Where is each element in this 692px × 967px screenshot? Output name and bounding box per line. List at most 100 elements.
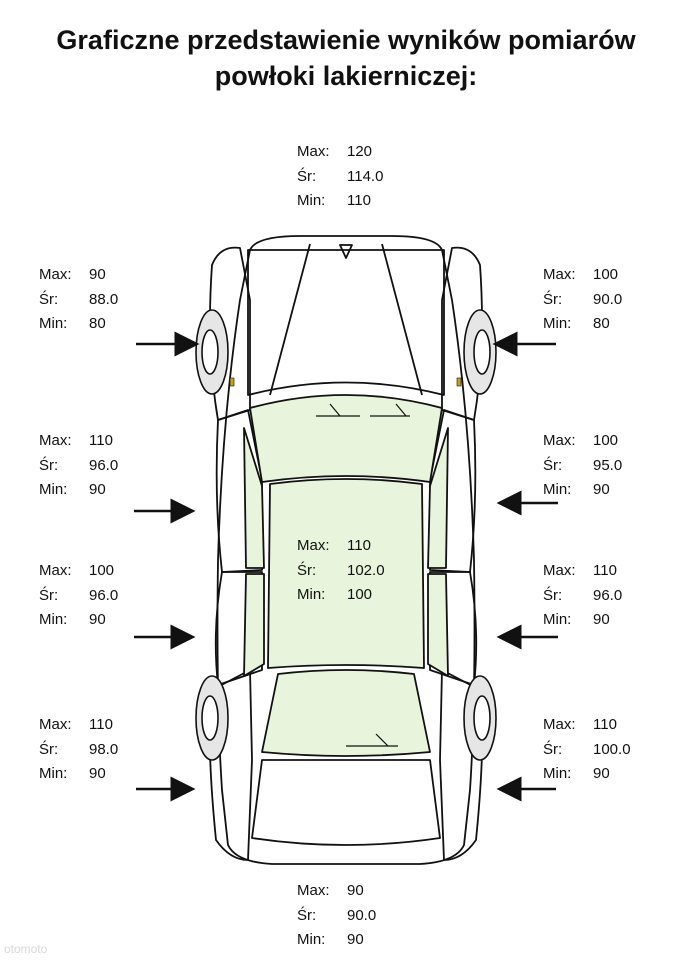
min-value: 90 — [347, 931, 364, 948]
max-value: 100 — [593, 266, 619, 283]
wheel-rear-right-hub — [473, 695, 491, 741]
min-value: 90 — [593, 481, 610, 498]
trunk-lid — [251, 759, 441, 846]
avg-label: Śr: — [543, 740, 563, 758]
right-rear-window — [427, 573, 449, 677]
rear-wiper — [346, 733, 398, 747]
min-label: Min: — [297, 586, 326, 603]
windshield — [249, 394, 443, 483]
reading-door-rear-left: Max:100 Śr:96.0 Min:90 — [39, 559, 159, 633]
reading-door-rear-right: Max:110 Śr:96.0 Min:90 — [543, 559, 663, 633]
max-value: 110 — [593, 716, 617, 733]
reading-trunk: Max: 90 Śr: 90.0 Min: 90 — [297, 879, 417, 953]
wheel-front-left-hub — [201, 329, 219, 375]
max-value: 110 — [347, 537, 371, 554]
wheel-front-right-hub — [473, 329, 491, 375]
avg-label: Śr: — [543, 290, 563, 308]
min-label: Min: — [543, 765, 572, 782]
max-value: 100 — [593, 432, 619, 449]
left-front-door — [215, 409, 263, 573]
min-value: 80 — [593, 315, 610, 332]
min-label: Min: — [39, 481, 68, 498]
left-rear-door — [214, 571, 263, 686]
roof-panel — [267, 478, 425, 669]
max-label: Max: — [297, 882, 330, 899]
reading-rear-right: Max: 110 Śr: 100.0 Min: 90 — [543, 713, 663, 787]
max-label: Max: — [39, 432, 72, 449]
max-value: 110 — [593, 562, 617, 579]
right-front-window — [427, 427, 449, 569]
min-value: 90 — [593, 611, 610, 628]
avg-value: 96.0 — [89, 456, 119, 474]
avg-value: 98.0 — [89, 740, 119, 758]
reading-front-right: Max: 100 Śr: 90.0 Min: 80 — [543, 263, 663, 337]
left-rear-window — [243, 573, 265, 677]
min-label: Min: — [543, 315, 572, 332]
max-value: 110 — [89, 432, 113, 449]
min-label: Min: — [543, 481, 572, 498]
min-value: 100 — [347, 586, 373, 603]
reading-door-front-right: Max: 100 Śr: 95.0 Min: 90 — [543, 429, 663, 503]
max-label: Max: — [543, 562, 576, 579]
min-value: 90 — [89, 481, 106, 498]
max-label: Max: — [39, 266, 72, 283]
reading-door-front-left: Max: 110 Śr: 96.0 Min: 90 — [39, 429, 159, 503]
min-label: Min: — [543, 611, 572, 628]
avg-label: Śr: — [297, 561, 317, 579]
wiper-right — [370, 403, 410, 417]
avg-label: Śr: — [39, 456, 59, 474]
hood-ornament — [339, 244, 353, 259]
max-value: 90 — [347, 882, 364, 899]
hood-panel — [247, 249, 445, 396]
title-line-1: Graficzne przedstawienie wyników pomiaró… — [56, 25, 636, 55]
hood-crease — [269, 243, 423, 396]
avg-label: Śr: — [39, 290, 59, 308]
avg-label: Śr: — [543, 456, 563, 474]
min-label: Min: — [297, 192, 326, 209]
min-label: Min: — [39, 315, 68, 332]
max-value: 100 — [89, 562, 115, 579]
avg-value: 100.0 — [593, 740, 631, 758]
avg-label: Śr: — [39, 740, 59, 758]
min-value: 90 — [593, 765, 610, 782]
max-label: Max: — [297, 537, 330, 554]
avg-value: 114.0 — [347, 167, 384, 185]
title-line-2: powłoki lakierniczej: — [214, 61, 478, 91]
avg-value: 90.0 — [593, 290, 623, 308]
avg-value: 90.0 — [347, 906, 377, 924]
max-label: Max: — [543, 432, 576, 449]
left-indicator — [229, 377, 235, 387]
left-front-window — [243, 427, 265, 569]
avg-label: Śr: — [297, 906, 317, 924]
min-value: 80 — [89, 315, 106, 332]
avg-value: 95.0 — [593, 456, 623, 474]
rear-window — [261, 669, 431, 757]
avg-value: 96.0 — [89, 586, 119, 604]
reading-rear-left: Max: 110 Śr: 98.0 Min: 90 — [39, 713, 159, 787]
min-label: Min: — [39, 765, 68, 782]
min-value: 90 — [89, 765, 106, 782]
avg-label: Śr: — [297, 167, 317, 185]
avg-value: 96.0 — [593, 586, 623, 604]
reading-front-left: Max: 90 Śr: 88.0 Min: 80 — [39, 263, 159, 337]
right-indicator — [456, 377, 462, 387]
min-label: Min: — [39, 611, 68, 628]
max-value: 110 — [89, 716, 113, 733]
max-value: 90 — [89, 266, 106, 283]
max-label: Max: — [543, 266, 576, 283]
right-front-door — [429, 409, 477, 573]
reading-roof: Max:110 Śr:102.0 Min:100 — [297, 534, 417, 608]
max-label: Max: — [543, 716, 576, 733]
watermark: otomoto — [4, 942, 48, 956]
avg-label: Śr: — [39, 586, 59, 604]
max-label: Max: — [39, 716, 72, 733]
page-title: Graficzne przedstawienie wyników pomiaró… — [0, 22, 692, 94]
max-label: Max: — [39, 562, 72, 579]
avg-value: 88.0 — [89, 290, 119, 308]
min-label: Min: — [297, 931, 326, 948]
wheel-rear-left-hub — [201, 695, 219, 741]
max-value: 120 — [347, 143, 373, 160]
max-label: Max: — [297, 143, 330, 160]
right-rear-door — [429, 571, 478, 686]
